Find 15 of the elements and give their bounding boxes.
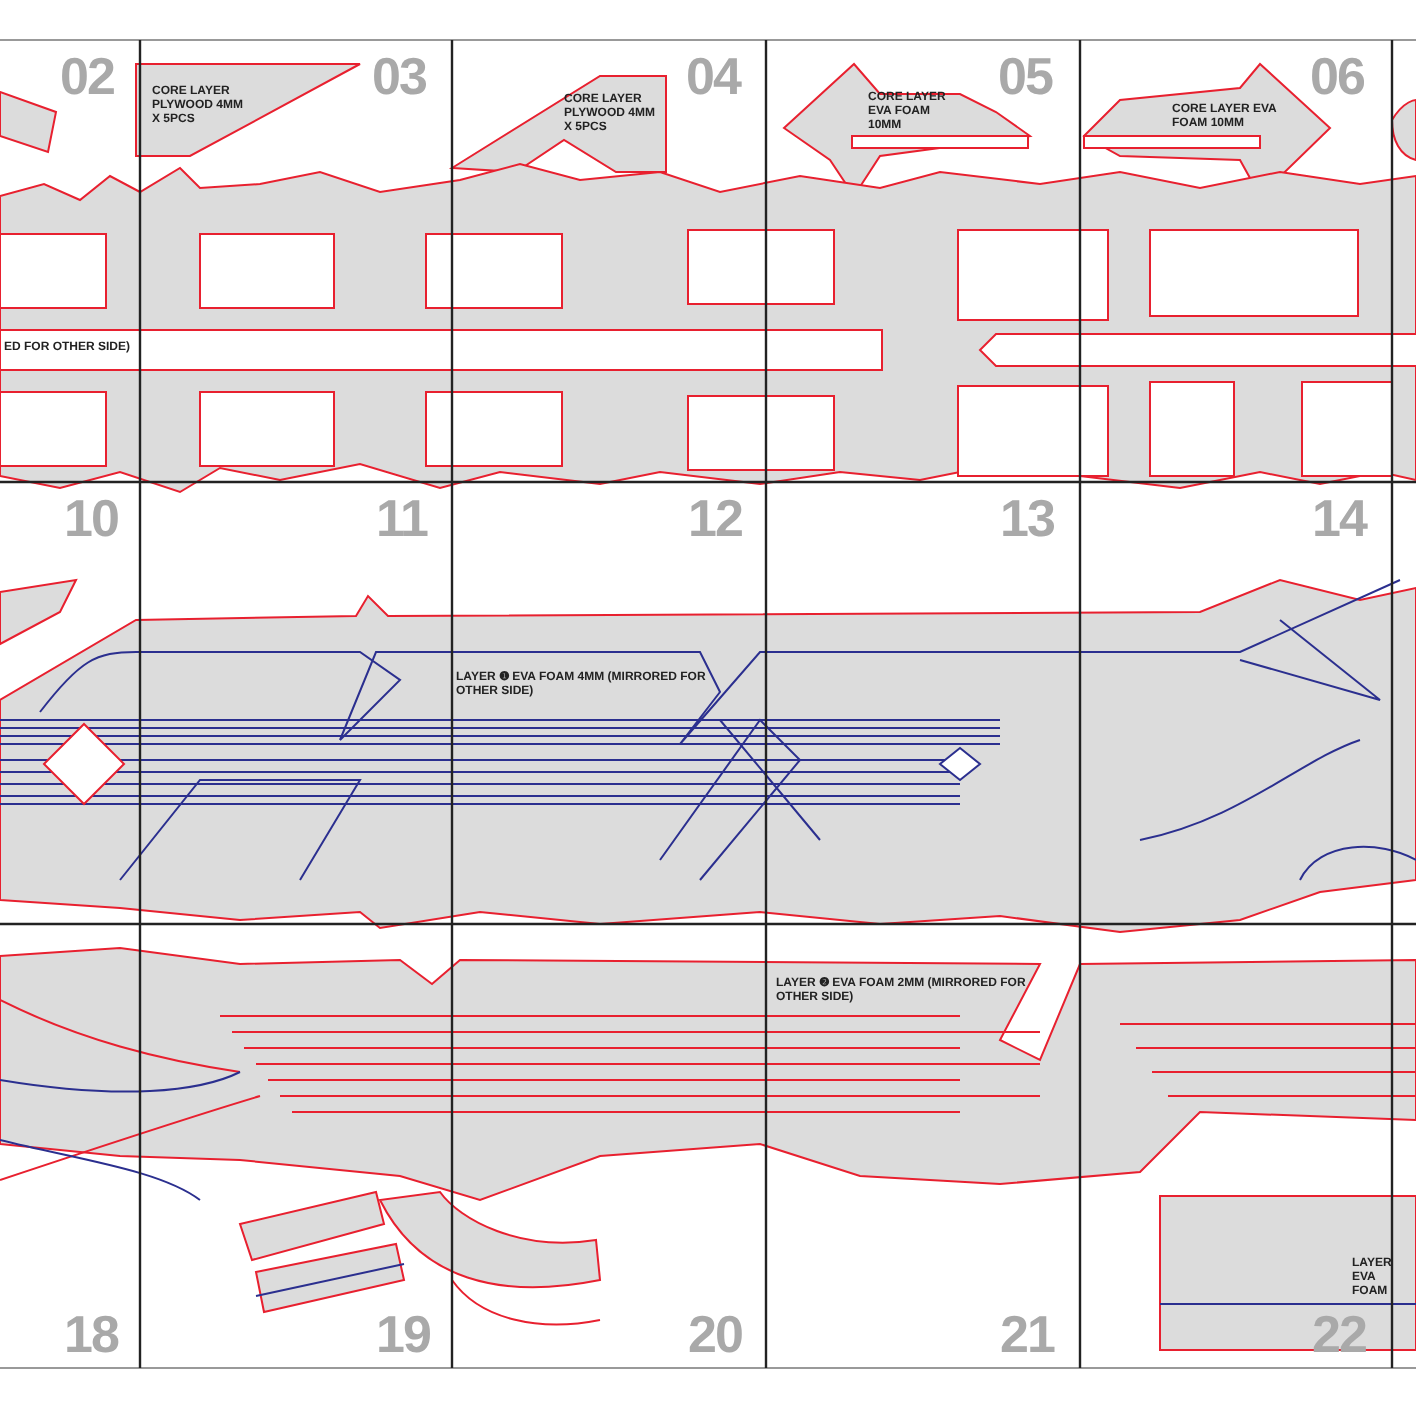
page-number: 13 [1000, 492, 1054, 544]
page-number: 06 [1310, 50, 1364, 102]
page-number: 18 [64, 1308, 118, 1360]
page-number: 22 [1312, 1308, 1366, 1360]
page-number: 04 [686, 50, 740, 102]
page-number: 03 [372, 50, 426, 102]
page-number: 10 [64, 492, 118, 544]
page-number: 05 [998, 50, 1052, 102]
page-number: 20 [688, 1308, 742, 1360]
page-number: 14 [1312, 492, 1366, 544]
page-number: 19 [376, 1308, 430, 1360]
page-number: 12 [688, 492, 742, 544]
page-number: 11 [376, 492, 427, 544]
page-number: 21 [1000, 1308, 1054, 1360]
page-number: 02 [60, 50, 114, 102]
